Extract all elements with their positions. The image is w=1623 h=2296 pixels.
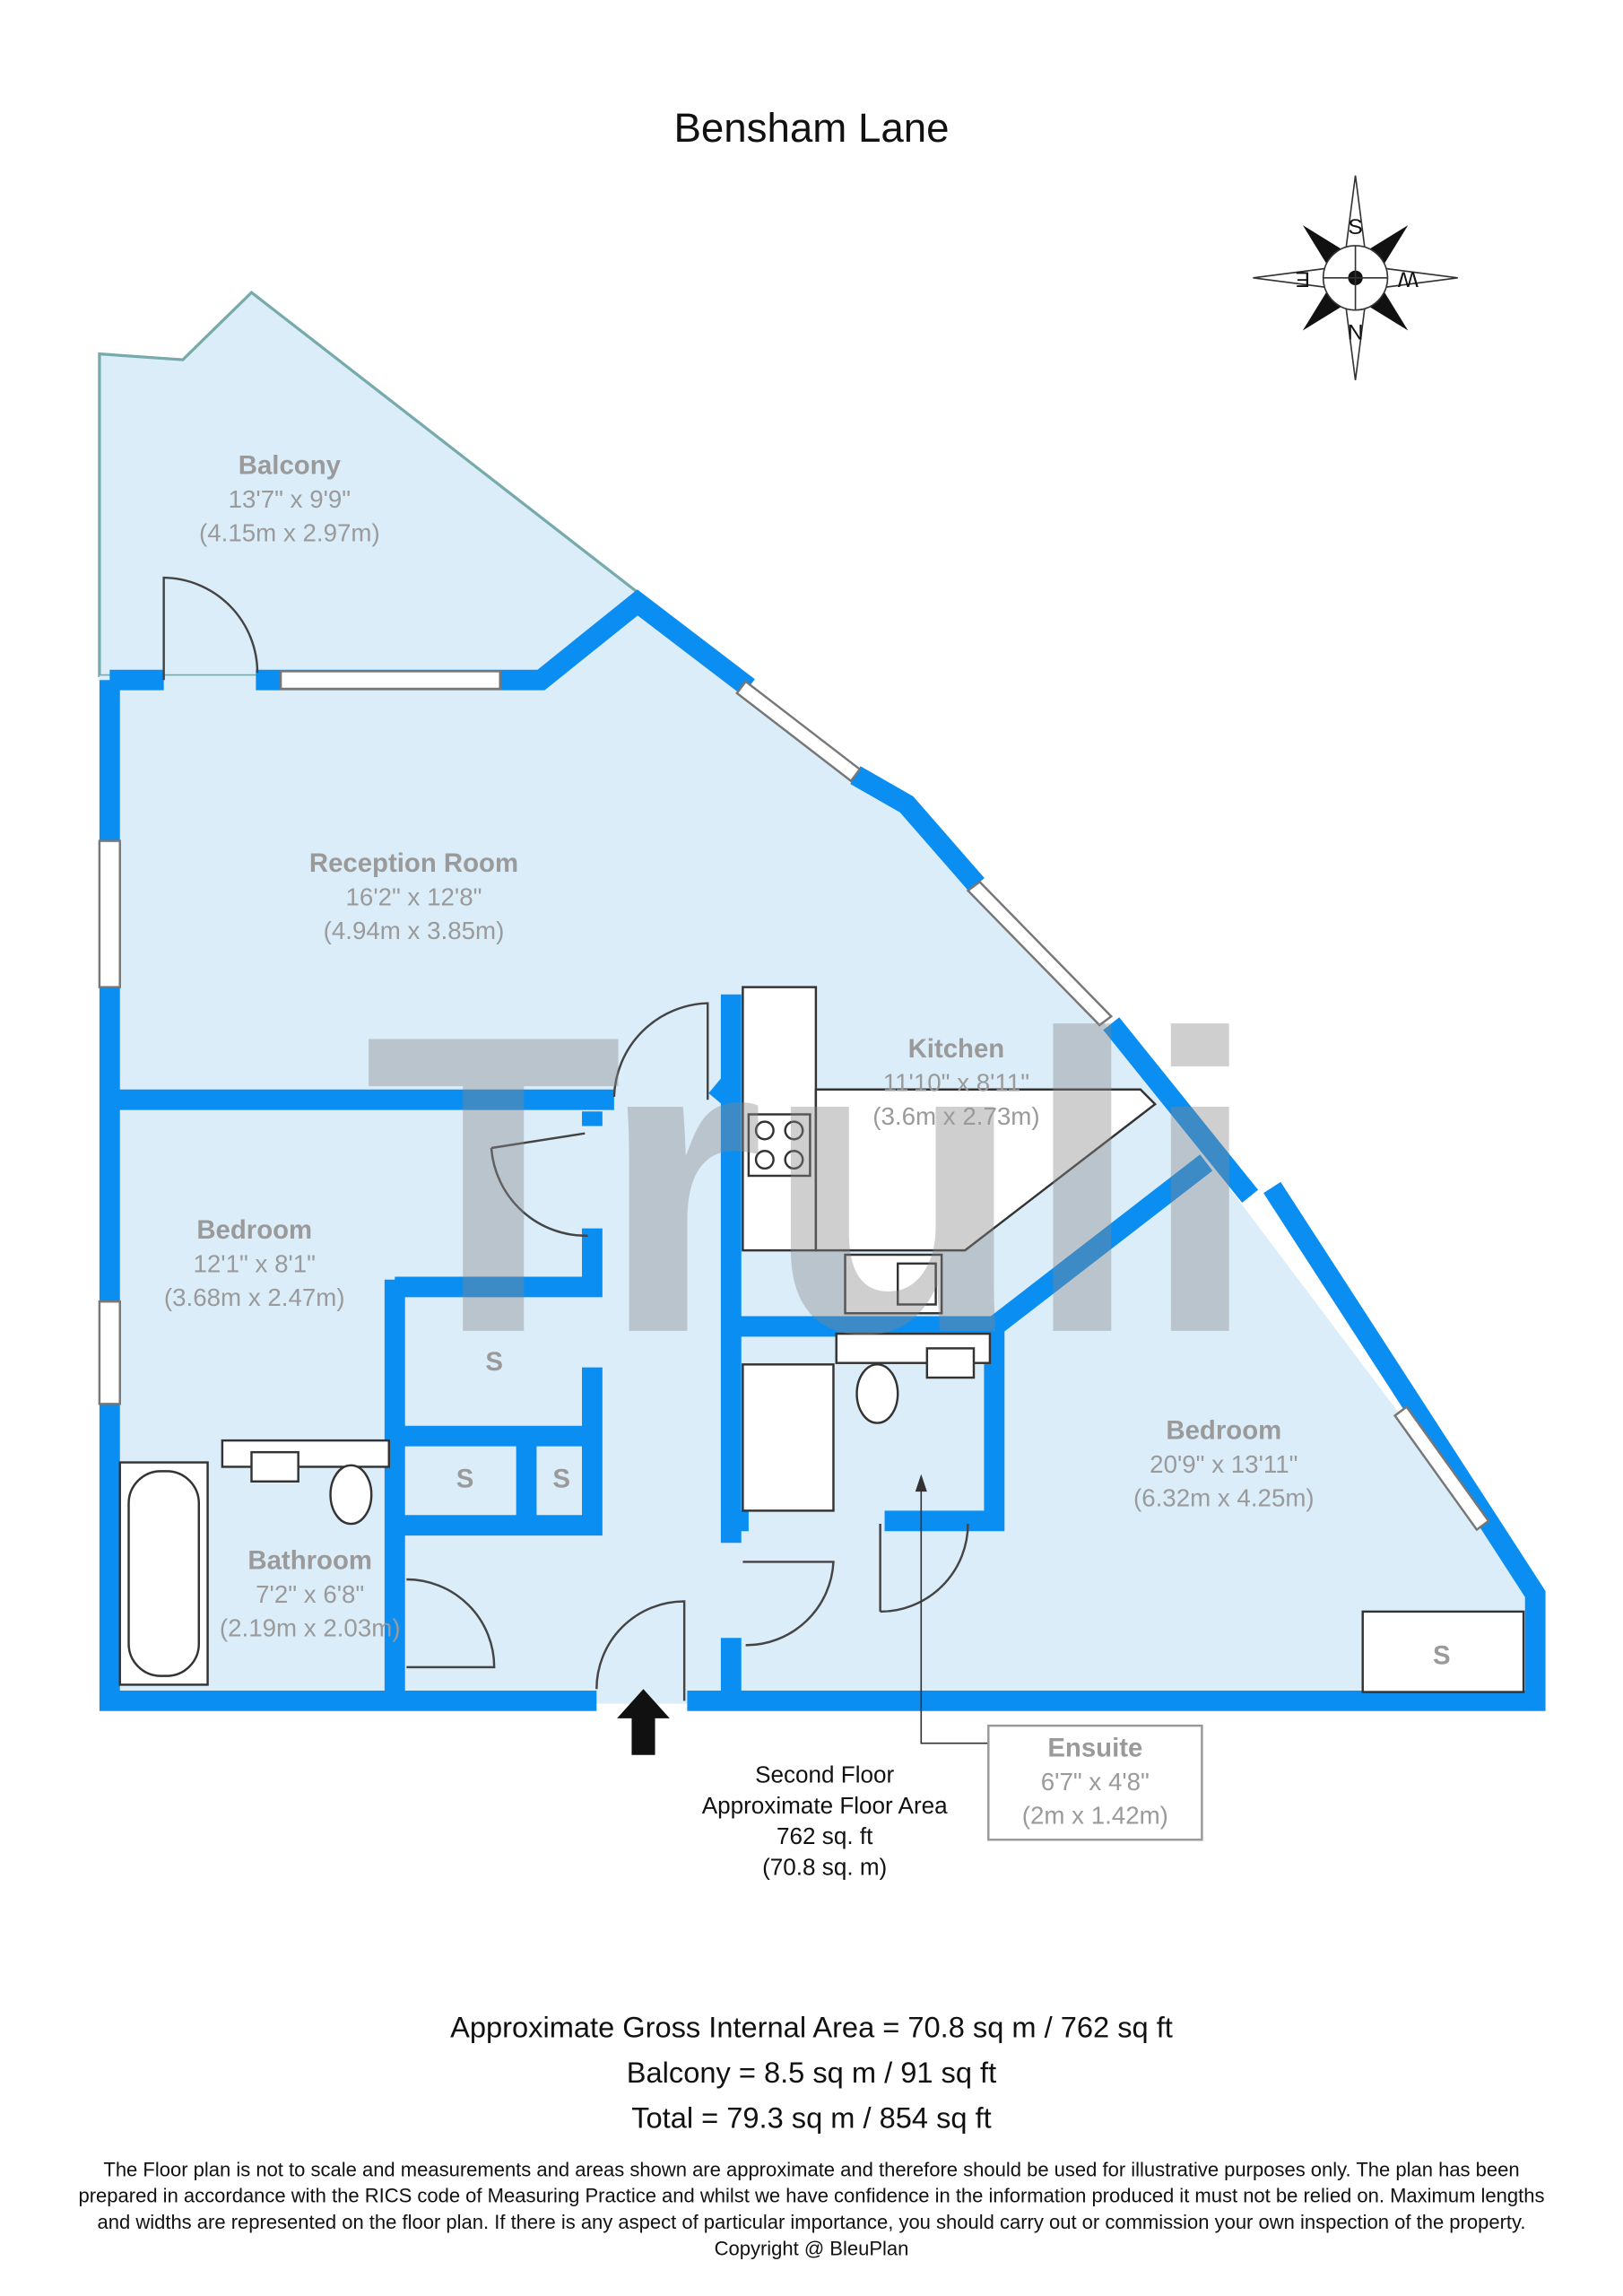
svg-text:6'7" x 4'8": 6'7" x 4'8" <box>1041 1768 1150 1796</box>
svg-text:11'10" x 8'11": 11'10" x 8'11" <box>883 1068 1029 1096</box>
toilet-icon <box>855 1363 899 1424</box>
room-bedroom-1: Bedroom 12'1" x 8'1" (3.68m x 2.47m) <box>164 1215 345 1311</box>
svg-text:S: S <box>552 1464 570 1493</box>
svg-text:The Floor plan is not to scale: The Floor plan is not to scale and measu… <box>103 2158 1519 2180</box>
compass-e: E <box>1296 266 1310 291</box>
svg-text:13'7" x 9'9": 13'7" x 9'9" <box>229 485 352 513</box>
svg-text:S: S <box>456 1464 474 1493</box>
svg-text:Bathroom: Bathroom <box>247 1546 372 1576</box>
svg-text:Kitchen: Kitchen <box>908 1034 1005 1064</box>
room-ensuite: Ensuite 6'7" x 4'8" (2m x 1.42m) <box>1022 1733 1168 1829</box>
svg-text:Copyright @ BleuPlan: Copyright @ BleuPlan <box>715 2237 909 2259</box>
compass-s: S <box>1348 215 1362 239</box>
svg-text:20'9" x 13'11": 20'9" x 13'11" <box>1150 1450 1298 1478</box>
svg-text:(70.8 sq. m): (70.8 sq. m) <box>762 1853 887 1880</box>
room-balcony: Balcony 13'7" x 9'9" (4.15m x 2.97m) <box>199 450 380 546</box>
room-bathroom: Bathroom 7'2" x 6'8" (2.19m x 2.03m) <box>220 1546 401 1642</box>
fixtures <box>118 986 1525 1693</box>
svg-text:Approximate Floor Area: Approximate Floor Area <box>702 1792 948 1819</box>
svg-text:Reception Room: Reception Room <box>309 848 518 878</box>
svg-text:7'2" x 6'8": 7'2" x 6'8" <box>256 1580 364 1608</box>
svg-text:(2m x 1.42m): (2m x 1.42m) <box>1022 1801 1168 1829</box>
plan-title: Bensham Lane <box>673 105 949 151</box>
room-kitchen: Kitchen 11'10" x 8'11" (3.6m x 2.73m) <box>872 1034 1039 1130</box>
shower-icon <box>742 1363 835 1512</box>
floor-info: Second Floor Approximate Floor Area 762 … <box>702 1761 948 1881</box>
room-bedroom-2: Bedroom 20'9" x 13'11" (6.32m x 4.25m) <box>1133 1415 1315 1511</box>
balcony-area <box>98 290 640 677</box>
svg-text:Bedroom: Bedroom <box>1166 1415 1281 1445</box>
svg-text:Ensuite: Ensuite <box>1047 1733 1142 1762</box>
svg-text:Second Floor: Second Floor <box>755 1761 894 1788</box>
svg-text:S: S <box>485 1347 503 1377</box>
compass-w: W <box>1398 266 1419 291</box>
svg-text:(3.6m x 2.73m): (3.6m x 2.73m) <box>872 1102 1039 1130</box>
ensuite-callout <box>987 1724 1203 1841</box>
svg-text:Balcony: Balcony <box>239 450 342 480</box>
svg-text:(3.68m x 2.47m): (3.68m x 2.47m) <box>164 1283 345 1311</box>
windows <box>98 670 1490 1532</box>
area-summary: Approximate Gross Internal Area = 70.8 s… <box>450 2010 1173 2134</box>
entrance-arrow-icon <box>617 1689 670 1755</box>
svg-text:Total = 79.3 sq m / 854 sq ft: Total = 79.3 sq m / 854 sq ft <box>631 2100 992 2134</box>
svg-text:and widths are represented on: and widths are represented on the floor … <box>98 2211 1526 2233</box>
svg-text:12'1" x 8'1": 12'1" x 8'1" <box>193 1250 316 1278</box>
storage-labels: S S S S <box>456 1347 1451 1671</box>
ensuite-pointer <box>920 1480 989 1744</box>
svg-text:(4.15m x 2.97m): (4.15m x 2.97m) <box>199 518 380 546</box>
doors <box>162 576 969 1701</box>
svg-text:prepared in accordance with th: prepared in accordance with the RICS cod… <box>79 2185 1545 2207</box>
disclaimer: The Floor plan is not to scale and measu… <box>79 2158 1545 2259</box>
svg-text:S: S <box>1433 1641 1451 1671</box>
svg-text:16'2" x 12'8": 16'2" x 12'8" <box>346 883 482 910</box>
svg-text:(6.32m x 4.25m): (6.32m x 4.25m) <box>1133 1483 1315 1511</box>
compass-icon: S N W E <box>1253 175 1458 381</box>
watermark: Truli <box>364 948 1259 1422</box>
svg-text:Approximate Gross Internal Are: Approximate Gross Internal Area = 70.8 s… <box>450 2010 1173 2043</box>
svg-text:(4.94m x 3.85m): (4.94m x 3.85m) <box>324 917 505 944</box>
svg-text:Balcony = 8.5 sq m / 91 sq ft: Balcony = 8.5 sq m / 91 sq ft <box>627 2056 996 2089</box>
bath-icon <box>127 1470 201 1677</box>
walls <box>99 589 1546 1711</box>
svg-text:762 sq. ft: 762 sq. ft <box>777 1822 873 1849</box>
svg-text:(2.19m x 2.03m): (2.19m x 2.03m) <box>220 1614 401 1642</box>
compass-n: N <box>1348 320 1364 344</box>
svg-text:Bedroom: Bedroom <box>196 1215 312 1245</box>
room-reception: Reception Room 16'2" x 12'8" (4.94m x 3.… <box>309 848 518 944</box>
